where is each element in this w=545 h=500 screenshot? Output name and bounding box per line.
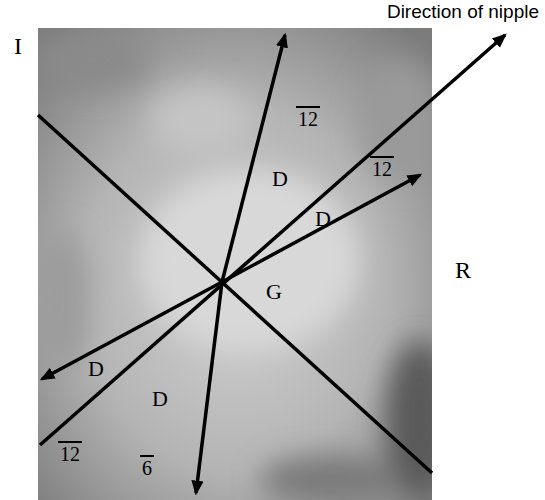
sector-label: D <box>315 208 331 230</box>
direction-arrow <box>222 175 420 282</box>
direction-arrow <box>196 282 222 493</box>
sector-label: D <box>272 168 288 190</box>
sector-label: D <box>88 358 104 380</box>
direction-arrow <box>222 35 285 282</box>
transducer-line <box>38 115 432 473</box>
tissue-image <box>38 28 432 500</box>
direction-caption: Direction of nipple <box>387 2 539 21</box>
angle-label: 6 <box>140 455 154 478</box>
direction-lines <box>38 35 505 493</box>
angle-label: 12 <box>370 156 394 179</box>
center-label: G <box>266 281 282 303</box>
sector-label: D <box>152 388 168 410</box>
direction-arrow <box>42 282 222 379</box>
angle-label: 12 <box>296 106 320 129</box>
region-label: I <box>14 34 22 58</box>
region-label: R <box>455 258 471 282</box>
angle-label: 12 <box>58 441 82 464</box>
nipple-direction-arrow <box>40 35 505 445</box>
